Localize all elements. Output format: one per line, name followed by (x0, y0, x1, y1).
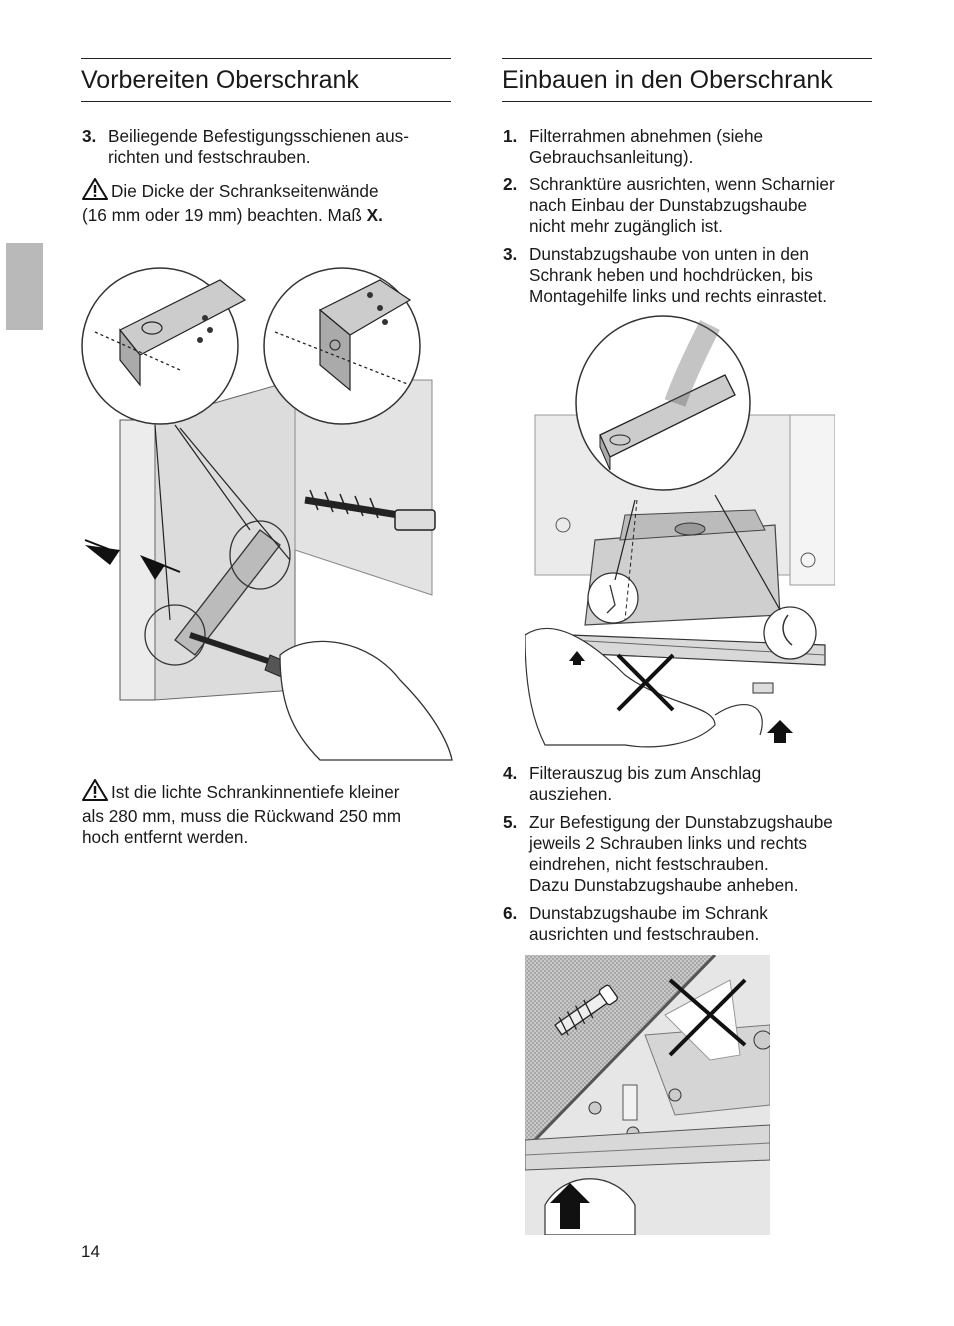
step-number: 3. (82, 126, 97, 146)
figure-mounting-rail (81, 267, 453, 761)
step-number: 6. (503, 903, 518, 923)
figure-screw-fixing (525, 955, 770, 1235)
note-wall-thickness: Die Dicke der Schrankseitenwände (16 mm … (82, 178, 454, 226)
step-number: 5. (503, 812, 518, 832)
step-text: Dunstabzugshaube im Schrank ausrichten u… (529, 903, 768, 944)
step-text: Zur Befestigung der Dunstabzugshaube jew… (529, 812, 833, 895)
step-number: 4. (503, 763, 518, 783)
step-text: Beiliegende Befestigungsschienen aus- ri… (108, 126, 409, 167)
warning-triangle-icon (82, 779, 108, 806)
step-text: Filterauszug bis zum Anschlag ausziehen. (529, 763, 762, 804)
step-text: Schranktüre ausrichten, wenn Scharnier n… (529, 174, 835, 236)
step-text: Filterrahmen abnehmen (siehe Gebrauchsan… (529, 126, 764, 167)
warning-triangle-icon (82, 178, 108, 205)
side-tab (6, 243, 43, 330)
note-line: (16 mm oder 19 mm) beachten. Maß (82, 205, 367, 225)
note-bold: X. (366, 205, 383, 225)
step-number: 3. (503, 244, 518, 264)
step-left-3: 3. Beiliegende Befestigungsschienen aus-… (82, 126, 454, 168)
note-line: Die Dicke der Schrankseitenwände (111, 181, 379, 201)
step-right-2: 2. Schranktüre ausrichten, wenn Scharnie… (503, 174, 873, 237)
note-cabinet-depth: Ist die lichte Schrankinnentiefe kleiner… (82, 779, 454, 848)
section-title-left: Vorbereiten Oberschrank (81, 58, 451, 102)
step-number: 1. (503, 126, 518, 146)
step-right-4: 4. Filterauszug bis zum Anschlag auszieh… (503, 763, 873, 805)
page-number: 14 (81, 1242, 100, 1261)
note-line: Ist die lichte Schrankinnentiefe kleiner (111, 782, 400, 802)
step-number: 2. (503, 174, 518, 194)
step-right-3: 3. Dunstabzugshaube von unten in den Sch… (503, 244, 873, 307)
note-line: hoch entfernt werden. (82, 827, 249, 847)
step-text: Dunstabzugshaube von unten in den Schran… (529, 244, 828, 306)
note-line: als 280 mm, muss die Rückwand 250 mm (82, 806, 402, 826)
figure-hood-insert (525, 315, 835, 748)
up-arrow-icon (550, 1183, 590, 1229)
step-right-1: 1. Filterrahmen abnehmen (siehe Gebrauch… (503, 126, 873, 168)
step-right-6: 6. Dunstabzugshaube im Schrank ausrichte… (503, 903, 873, 945)
up-arrow-icon (569, 651, 585, 665)
step-right-5: 5. Zur Befestigung der Dunstabzugshaube … (503, 812, 873, 896)
section-title-right: Einbauen in den Oberschrank (502, 58, 872, 102)
up-arrow-icon (767, 720, 793, 743)
